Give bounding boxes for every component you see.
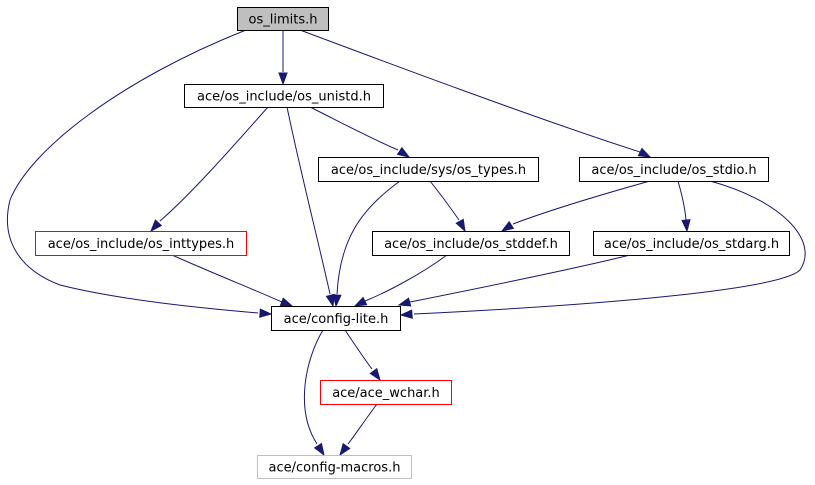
- edge-os-stdio-to-config-lite: [413, 180, 806, 315]
- arrowhead-os-stddef: [500, 220, 515, 232]
- edge-os-limits-to-config-lite: [6, 29, 259, 314]
- edge-os-unistd-to-os-inttypes: [159, 106, 269, 222]
- edges-layer: [6, 29, 806, 457]
- node-os-stdio[interactable]: ace/os_include/os_stdio.h: [579, 157, 769, 182]
- node-box: [318, 157, 539, 182]
- arrowhead-config-lite: [279, 297, 294, 307]
- nodes-layer: os_limits.h ace/os_include/os_unistd.hace…: [35, 7, 790, 479]
- arrowhead-os-stdio: [637, 147, 652, 158]
- node-box: [372, 231, 570, 256]
- arrowhead-config-lite: [325, 293, 335, 308]
- node-box: [257, 455, 412, 479]
- node-ace-wchar[interactable]: ace/ace_wchar.h: [320, 380, 452, 405]
- arrowhead-os-stdarg: [681, 219, 691, 233]
- arrowhead-config-lite: [332, 294, 342, 308]
- edge-ace-wchar-to-config-macros: [347, 403, 378, 445]
- edge-config-lite-to-ace-wchar: [344, 329, 373, 370]
- node-box: [271, 306, 401, 331]
- edge-os-stdio-to-os-stddef: [512, 180, 651, 225]
- node-box: [579, 157, 769, 182]
- arrowhead-config-lite: [397, 297, 412, 307]
- node-label: ace/os_include/os_inttypes.h: [48, 237, 235, 252]
- node-box: [237, 7, 329, 31]
- arrowhead-config-lite: [399, 309, 413, 319]
- node-label: ace/os_include/os_stdio.h: [591, 163, 756, 178]
- arrowhead-os-stddef: [455, 218, 466, 233]
- node-label: ace/os_include/os_unistd.h: [197, 90, 371, 105]
- node-label: ace/os_include/sys/os_types.h: [331, 163, 526, 178]
- node-label: ace/os_include/os_stddef.h: [384, 237, 558, 252]
- node-os-stdarg[interactable]: ace/os_include/os_stdarg.h: [593, 231, 790, 256]
- node-label: os_limits.h: [249, 13, 318, 28]
- edge-os-unistd-to-sys-os-types: [309, 106, 399, 151]
- edge-os-limits-to-os-stdio: [299, 29, 641, 153]
- node-os-unistd[interactable]: ace/os_include/os_unistd.h: [184, 84, 384, 108]
- arrowhead-ace-wchar: [369, 367, 381, 382]
- edge-os-unistd-to-config-lite: [286, 106, 331, 295]
- arrowhead-config-macros: [339, 442, 351, 457]
- edge-config-lite-to-config-macros: [303, 329, 324, 445]
- node-box: [184, 84, 384, 108]
- edge-os-stddef-to-config-lite: [364, 254, 448, 302]
- node-label: ace/ace_wchar.h: [332, 386, 440, 401]
- arrowhead-os-unistd: [278, 72, 288, 86]
- edge-sys-os-types-to-config-lite: [336, 180, 401, 295]
- edge-os-stdarg-to-config-lite: [409, 254, 631, 303]
- node-label: ace/config-macros.h: [269, 461, 401, 476]
- node-box: [35, 231, 247, 256]
- node-box: [593, 231, 790, 256]
- arrowhead-os-inttypes: [150, 219, 163, 233]
- node-label: ace/os_include/os_stdarg.h: [604, 237, 779, 252]
- node-os-inttypes[interactable]: ace/os_include/os_inttypes.h: [35, 231, 247, 256]
- edge-os-inttypes-to-config-lite: [171, 254, 283, 303]
- node-os-limits[interactable]: os_limits.h: [237, 7, 329, 31]
- node-box: [320, 380, 452, 405]
- arrowhead-config-macros: [313, 442, 325, 457]
- node-label: ace/config-lite.h: [284, 312, 389, 327]
- node-os-stddef[interactable]: ace/os_include/os_stddef.h: [372, 231, 570, 256]
- arrowhead-config-lite: [353, 296, 368, 307]
- arrowhead-config-lite: [259, 308, 273, 318]
- node-sys-os-types[interactable]: ace/os_include/sys/os_types.h: [318, 157, 539, 182]
- node-config-macros[interactable]: ace/config-macros.h: [257, 455, 412, 479]
- arrowhead-sys-os-types: [396, 146, 411, 158]
- node-config-lite[interactable]: ace/config-lite.h: [271, 306, 401, 331]
- edge-sys-os-types-to-os-stddef: [429, 180, 460, 221]
- edge-os-stdio-to-os-stdarg: [677, 180, 687, 221]
